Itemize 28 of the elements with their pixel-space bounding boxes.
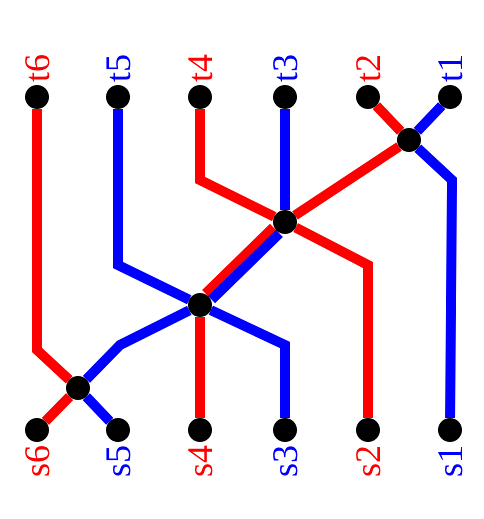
line: [372, 102, 404, 135]
endpoint-label: t1: [432, 54, 468, 82]
line: [292, 142, 402, 220]
endpoint-label: s5: [100, 445, 136, 478]
line: [414, 144, 458, 418]
endpoint-label: t3: [267, 54, 303, 82]
line: [280, 109, 290, 210]
line: [113, 109, 192, 304]
endpoint-label: s1: [432, 445, 468, 478]
endpoint-label: s4: [182, 445, 218, 478]
endpoint-label: s2: [350, 445, 386, 478]
endpoint-label: t5: [100, 54, 136, 82]
line: [202, 224, 277, 298]
endpoint-label: t4: [182, 54, 218, 82]
endpoint-label: s6: [19, 445, 55, 478]
endpoint-label: t6: [19, 54, 55, 82]
endpoint-label: s3: [267, 445, 303, 478]
line: [208, 230, 283, 304]
line: [414, 102, 446, 135]
line: [208, 306, 290, 418]
line: [82, 393, 114, 425]
line: [32, 109, 73, 384]
line: [195, 317, 205, 418]
line: [293, 223, 373, 418]
line: [195, 109, 276, 222]
line: [42, 393, 74, 425]
line: [82, 306, 192, 383]
endpoint-label: t2: [350, 54, 386, 82]
